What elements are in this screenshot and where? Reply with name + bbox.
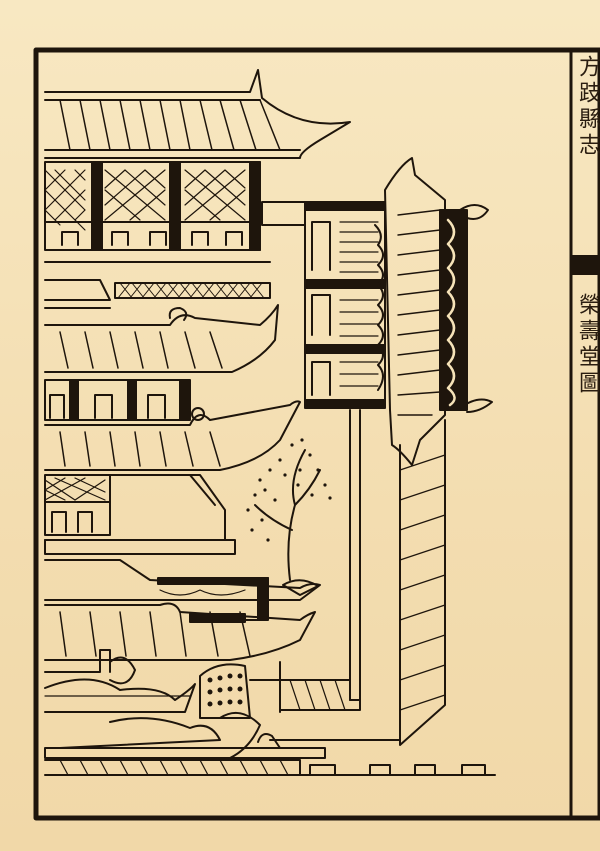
base-and-rocks <box>44 649 496 776</box>
lower-lattice-window-icon <box>44 474 236 555</box>
page-margin-column: 方跂縣志 榮壽堂圖 <box>572 55 600 815</box>
lower-eave-icon <box>44 559 321 661</box>
tree-icon <box>246 438 332 596</box>
margin-title: 方跂縣志 <box>575 55 600 159</box>
corridor-icon <box>269 409 446 746</box>
side-roof-icon <box>384 157 493 466</box>
upper-lattice-window-icon <box>44 161 261 251</box>
top-roof-icon <box>44 69 351 159</box>
middle-eave-icon <box>44 261 271 309</box>
right-pavilion-panel-icon <box>304 201 386 409</box>
page-frame <box>33 47 600 821</box>
third-roof-icon <box>44 400 301 471</box>
connecting-beam <box>261 201 306 226</box>
middle-window-icon <box>44 379 191 421</box>
margin-fishtail-bar <box>572 255 600 275</box>
second-roof-icon <box>44 304 279 373</box>
margin-subtitle: 榮壽堂圖 <box>575 293 600 397</box>
gate-icon <box>199 661 281 719</box>
